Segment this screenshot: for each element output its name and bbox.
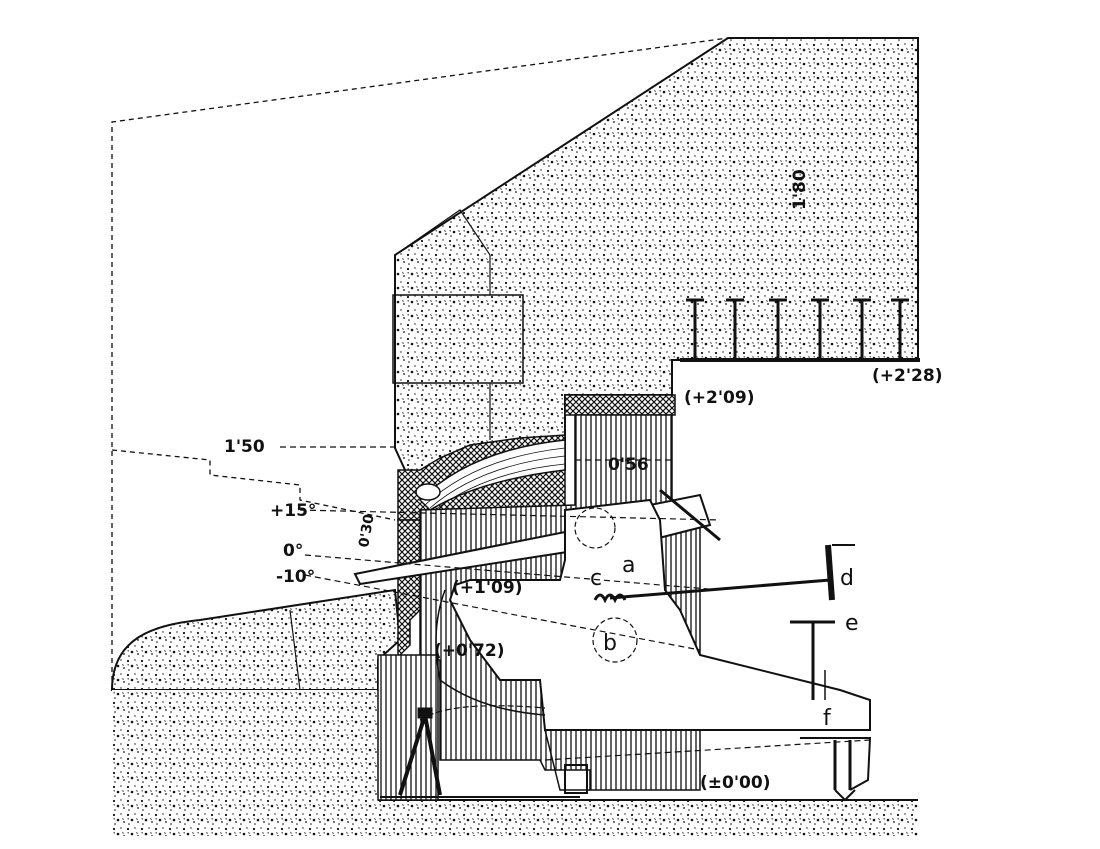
part-label-a: a: [622, 553, 635, 578]
roof-i-beams: [680, 298, 920, 362]
labels: 1'80 1'50 0'56 0'30 (+2'28) (+2'09) (+1'…: [224, 169, 942, 793]
part-label-d: d: [840, 566, 854, 591]
elevation-0-72: (+0'72): [434, 641, 504, 661]
i-beam: [853, 298, 871, 362]
angle-minus-10: -10°: [276, 567, 315, 587]
gun-carriage: [419, 498, 871, 791]
original-profile-dashed: [111, 37, 918, 690]
i-beam: [811, 298, 829, 362]
traverse-shaft: [574, 507, 855, 663]
angle-zero: 0°: [283, 541, 303, 561]
dimension-0-56: 0'56: [608, 455, 649, 475]
dimension-1-80: 1'80: [790, 169, 810, 210]
elevation-0-00: (±0'00): [700, 773, 770, 793]
armour-shield: [377, 394, 676, 691]
i-beam: [686, 298, 704, 362]
part-label-f: f: [823, 706, 832, 731]
part-label-e: e: [845, 611, 859, 636]
dimension-1-50: 1'50: [224, 437, 265, 457]
elevation-1-09: (+1'09): [452, 578, 522, 598]
part-label-c: c: [590, 566, 602, 591]
embankment: [110, 588, 918, 836]
elevation-angle-lines: [280, 446, 721, 651]
i-beam: [769, 298, 787, 362]
elevation-2-09: (+2'09): [684, 388, 754, 408]
dimension-0-30: 0'30: [356, 513, 378, 549]
angle-plus-15: +15°: [270, 501, 316, 521]
part-label-b: b: [603, 631, 617, 656]
elevation-2-28: (+2'28): [872, 366, 942, 386]
elevation-column: [790, 620, 872, 802]
i-beam: [891, 298, 909, 362]
i-beam: [726, 298, 744, 362]
front-support: [380, 707, 588, 798]
